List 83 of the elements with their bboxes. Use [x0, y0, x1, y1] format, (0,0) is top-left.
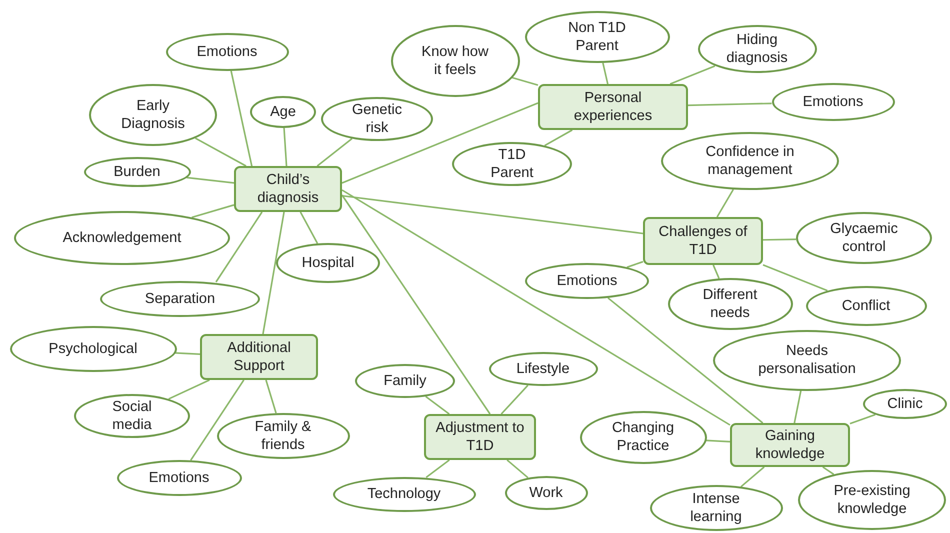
connector-line [283, 128, 288, 166]
connector-line [712, 264, 720, 279]
node-label: Early Diagnosis [120, 96, 186, 134]
connector-line [342, 189, 730, 426]
theme-box [234, 166, 342, 212]
connector-line [262, 212, 285, 334]
node-label: Child’s diagnosis [256, 170, 320, 208]
connector-line [706, 440, 730, 443]
node-label: Family [382, 372, 428, 390]
connector-line [215, 212, 263, 282]
connector-line [762, 238, 796, 241]
subtheme-ellipse [276, 243, 380, 283]
node-label: Clinic [886, 394, 924, 414]
connector-line [850, 414, 876, 424]
connector-line [316, 138, 352, 167]
connector-line [230, 70, 253, 168]
node-label: Technology [366, 484, 442, 504]
connector-line [190, 380, 244, 461]
connector-line [195, 138, 246, 167]
node-label: Hiding diagnosis [725, 30, 789, 68]
node-label: Genetic risk [351, 100, 403, 138]
theme-box [424, 414, 536, 460]
node-label: Challenges of T1D [658, 222, 748, 260]
node-label: Changing Practice [610, 418, 676, 456]
node-label: Gaining knowledge [754, 426, 826, 464]
connector-line [300, 212, 318, 244]
connector-line [500, 384, 528, 415]
node-label: Age [269, 102, 297, 122]
node-label: Emotions [802, 92, 864, 112]
node-label: Lifestyle [515, 360, 571, 378]
node-label: Additional Support [226, 338, 292, 376]
node-label: Glycaemic control [829, 220, 899, 256]
node-label: Emotions [196, 42, 258, 62]
node-label: Know how it feels [420, 42, 490, 80]
node-label: Social media [111, 398, 153, 434]
connector-line [716, 189, 734, 218]
connector-line [740, 466, 765, 488]
connector-line [342, 102, 538, 184]
connector-line [425, 396, 450, 415]
connector-line [168, 379, 210, 400]
connector-line [670, 65, 716, 85]
theme-box [730, 423, 850, 467]
node-label: Needs personalisation [757, 342, 857, 378]
connector-line [607, 297, 764, 424]
node-label: Pre-existing knowledge [832, 482, 912, 518]
node-label: Intense learning [689, 490, 743, 526]
connector-line [822, 466, 834, 475]
connector-line [341, 194, 491, 414]
subtheme-ellipse [355, 364, 455, 398]
node-label: Emotions [148, 468, 210, 488]
node-label: Non T1D Parent [567, 18, 627, 56]
node-label: Work [528, 484, 564, 502]
subtheme-ellipse [216, 413, 350, 459]
connector-line [688, 102, 772, 106]
connector-line [512, 76, 538, 86]
node-label: T1D Parent [490, 146, 534, 182]
node-label: Psychological [48, 340, 138, 358]
node-label: Burden [112, 162, 162, 182]
connector-line [762, 264, 828, 292]
theme-box [200, 334, 318, 380]
theme-box [538, 84, 688, 130]
node-label: Hospital [300, 254, 356, 272]
node-label: Adjustment to T1D [434, 418, 526, 456]
connector-line [175, 352, 200, 355]
connector-line [794, 390, 802, 424]
connector-line [602, 62, 609, 84]
theme-box [643, 217, 763, 265]
node-label: Different needs [702, 286, 758, 322]
node-label: Emotions [556, 272, 618, 290]
connector-line [544, 129, 573, 146]
node-label: Confidence in management [704, 142, 796, 180]
connector-line [265, 380, 277, 414]
connector-line [342, 194, 644, 234]
node-label: Acknowledgement [62, 228, 182, 248]
node-label: Conflict [840, 296, 892, 316]
node-label: Family & friends [254, 418, 312, 454]
connector-line [506, 459, 528, 478]
connector-line [626, 260, 644, 268]
node-label: Separation [144, 290, 216, 308]
node-label: Personal experiences [572, 88, 654, 126]
connector-line [192, 204, 234, 218]
connector-line [426, 459, 450, 478]
connector-line [186, 176, 234, 184]
